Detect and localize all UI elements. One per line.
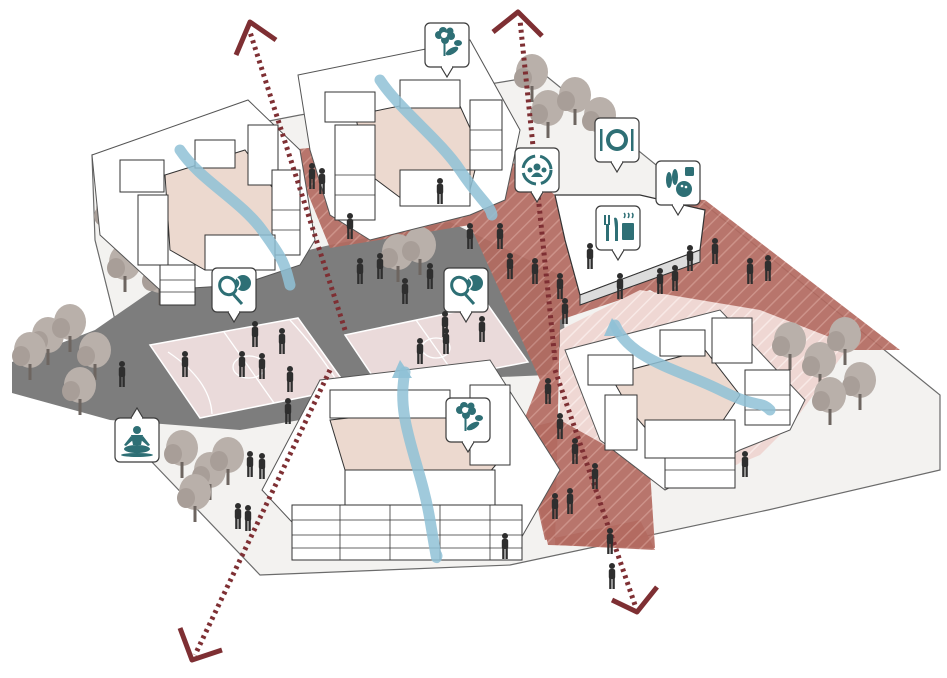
- community-people-icon: [514, 147, 560, 203]
- north-west-path-arrow: [233, 19, 348, 331]
- flower-icon: [445, 397, 491, 453]
- building-block-east: [564, 309, 806, 491]
- yoga-icon: [114, 406, 160, 463]
- south-path-arrow: [552, 369, 659, 615]
- flower-icon: [424, 22, 470, 78]
- airflow-arrows: [174, 74, 776, 563]
- building-block-north: [297, 39, 521, 241]
- south-west-path-arrow: [177, 368, 333, 663]
- cafe-icon: [595, 205, 641, 261]
- airflow-arrowheads: [392, 318, 624, 378]
- building-block-north-west: [91, 99, 316, 306]
- tennis-icon: [443, 267, 489, 323]
- dining-plate-icon: [594, 117, 640, 173]
- pedestrian-plaza: [290, 130, 900, 550]
- tennis-icon: [211, 267, 257, 323]
- bowling-icon: [655, 160, 701, 216]
